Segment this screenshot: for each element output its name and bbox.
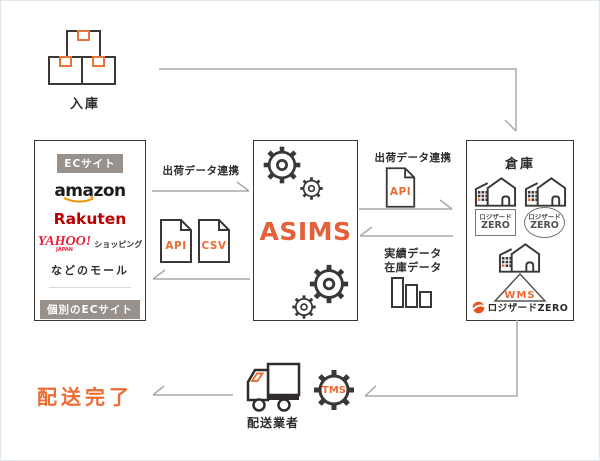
inbound-label: 入庫: [69, 97, 100, 112]
yahoo-shopping-logo: YAHOO! JAPAN ショッピング: [37, 234, 143, 253]
bar-chart-icon: [391, 277, 432, 308]
arrow-left-icon: [359, 226, 453, 237]
ec-site-badge: ECサイト: [57, 154, 123, 173]
logizard-zero-logo: ロジザードZERO: [467, 300, 573, 314]
asims-title: ASIMS: [259, 217, 352, 246]
shipping-data-link-label-left: 出荷データ連携: [162, 165, 240, 177]
arrow-right-icon: [152, 181, 250, 192]
shipping-data-link-label-right: 出荷データ連携: [374, 152, 452, 164]
yahoo-logo-text: YAHOO!: [37, 234, 92, 249]
delivery-complete-label: 配送完了: [37, 385, 133, 409]
asims-panel: ASIMS: [253, 140, 358, 321]
logizard-swoosh-icon: [471, 301, 485, 313]
warehouse-to-tms-arrow: [364, 320, 518, 397]
rakuten-logo-text: Rakuten: [53, 210, 127, 228]
inventory-data-label: 在庫データ: [384, 261, 442, 274]
badge-text: ZERO: [481, 220, 510, 231]
warehouse-building-icon: [474, 177, 517, 207]
carrier-label: 配送業者: [246, 416, 299, 430]
results-data-label: 実績データ: [384, 247, 442, 260]
boxes-icon: [48, 30, 116, 85]
badge-text: ロジザード: [479, 213, 512, 221]
arrow-left-icon: [152, 269, 250, 280]
warehouse-building-icon: [524, 177, 567, 207]
wms-label: WMS: [504, 290, 536, 301]
ec-sites-panel: ECサイト amazon Rakuten YAHOO! JAPAN ショッピング…: [34, 140, 146, 321]
arrow-left-icon: [152, 385, 233, 396]
yahoo-shopping-text: ショッピング: [94, 240, 143, 249]
api-document-label: API: [165, 240, 187, 252]
tms-label: TMS: [322, 385, 346, 396]
inbound-arrow: [159, 68, 517, 132]
warehouse-building-icon: [498, 243, 541, 273]
logizard-zero-square-badge: ロジザード ZERO: [475, 209, 516, 236]
logizard-logo-text: ロジザードZERO: [487, 303, 569, 314]
tms-gear-icon: TMS: [310, 366, 358, 414]
amazon-smile-icon: [63, 196, 95, 203]
arrow-right-icon: [359, 199, 453, 210]
logizard-zero-circle-badge: ロジザード ZERO: [524, 207, 565, 238]
divider: [49, 287, 131, 288]
gear-icon: [298, 175, 325, 202]
api-document-icon: API: [384, 166, 417, 209]
amazon-logo: amazon: [54, 181, 126, 203]
csv-document-icon: CSV: [196, 218, 232, 264]
csv-document-label: CSV: [201, 240, 227, 252]
api-document-icon: API: [158, 218, 194, 264]
warehouse-title: 倉庫: [504, 157, 535, 172]
yahoo-japan-text: JAPAN: [55, 247, 73, 253]
custom-ec-site-badge: 個別のECサイト: [40, 300, 140, 319]
return-data-labels: 実績データ 在庫データ: [363, 247, 463, 275]
truck-icon: [246, 362, 301, 412]
warehouse-panel: 倉庫 ロジザード ZERO ロジザード ZERO WMS ロジザードZERO: [466, 140, 574, 321]
wms-triangle-icon: WMS: [493, 272, 547, 303]
gear-icon: [290, 293, 318, 321]
badge-text: ロジザード: [528, 213, 561, 221]
other-malls-note: などのモール: [51, 264, 129, 277]
amazon-logo-text: amazon: [54, 181, 126, 201]
badge-text: ZERO: [530, 220, 559, 231]
api-document-label: API: [389, 186, 412, 198]
